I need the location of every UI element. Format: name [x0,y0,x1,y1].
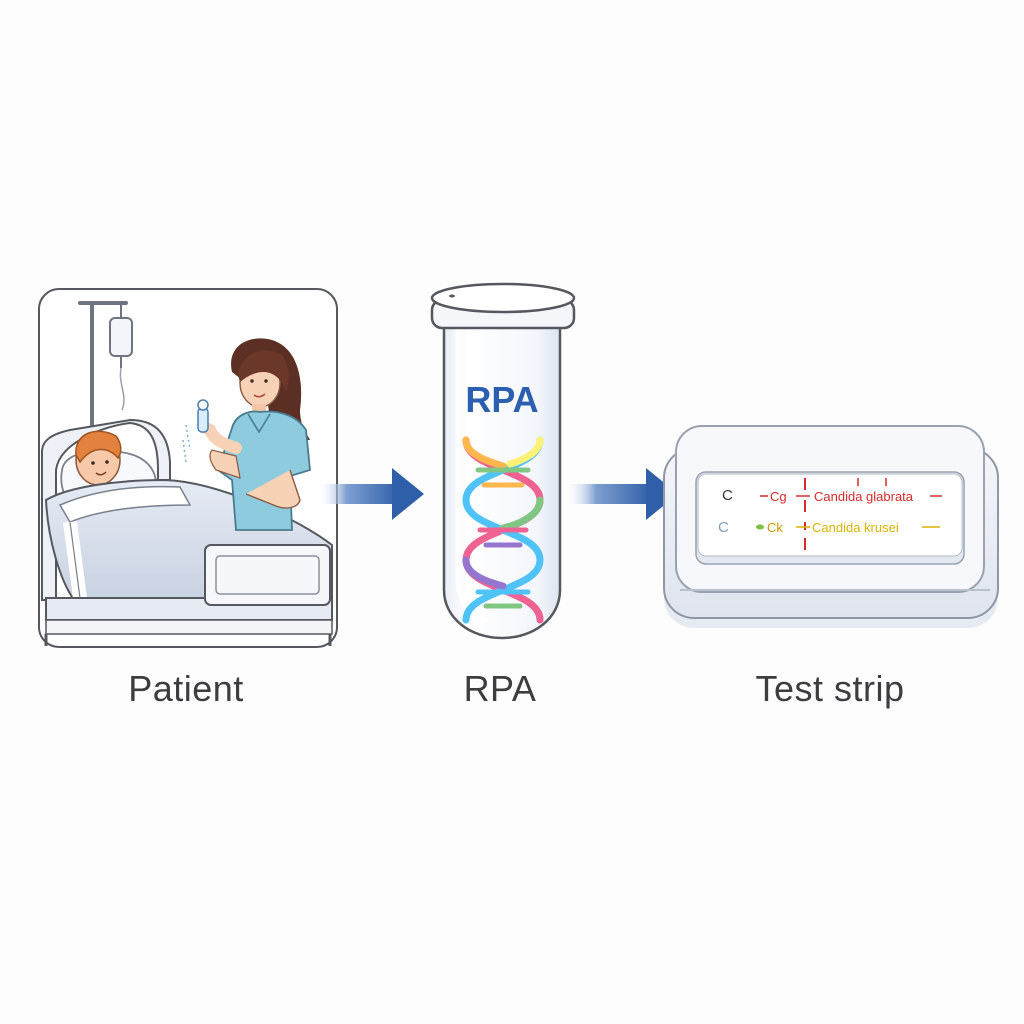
nurse-figure [182,338,311,531]
control-line-label-1: C [722,487,733,504]
step-label-patient: Patient [128,668,244,709]
step-label-rpa: RPA [463,668,537,709]
step-label-test-strip: Test strip [755,668,905,709]
patient-panel [38,288,338,648]
strip-row-2: C Ck Candida krusei [718,519,940,536]
iv-stand-icon [78,301,133,438]
species-label-1: Candida glabrata [814,489,914,504]
arrow-patient-to-rpa [318,468,424,520]
lateral-flow-device: C Cg Candida glabrata C Ck Candida kruse… [663,425,999,628]
rpa-test-tube: RPA [430,282,576,640]
control-line-label-2: C [718,519,729,536]
test-code-2: Ck [767,520,783,535]
tube-label: RPA [465,379,538,420]
strip-row-1: C Cg Candida glabrata [722,487,942,504]
test-code-1: Cg [770,489,787,504]
dna-helix-icon [462,436,544,624]
species-label-2: Candida krusei [812,520,899,535]
arrow-rpa-to-strip [566,468,678,520]
